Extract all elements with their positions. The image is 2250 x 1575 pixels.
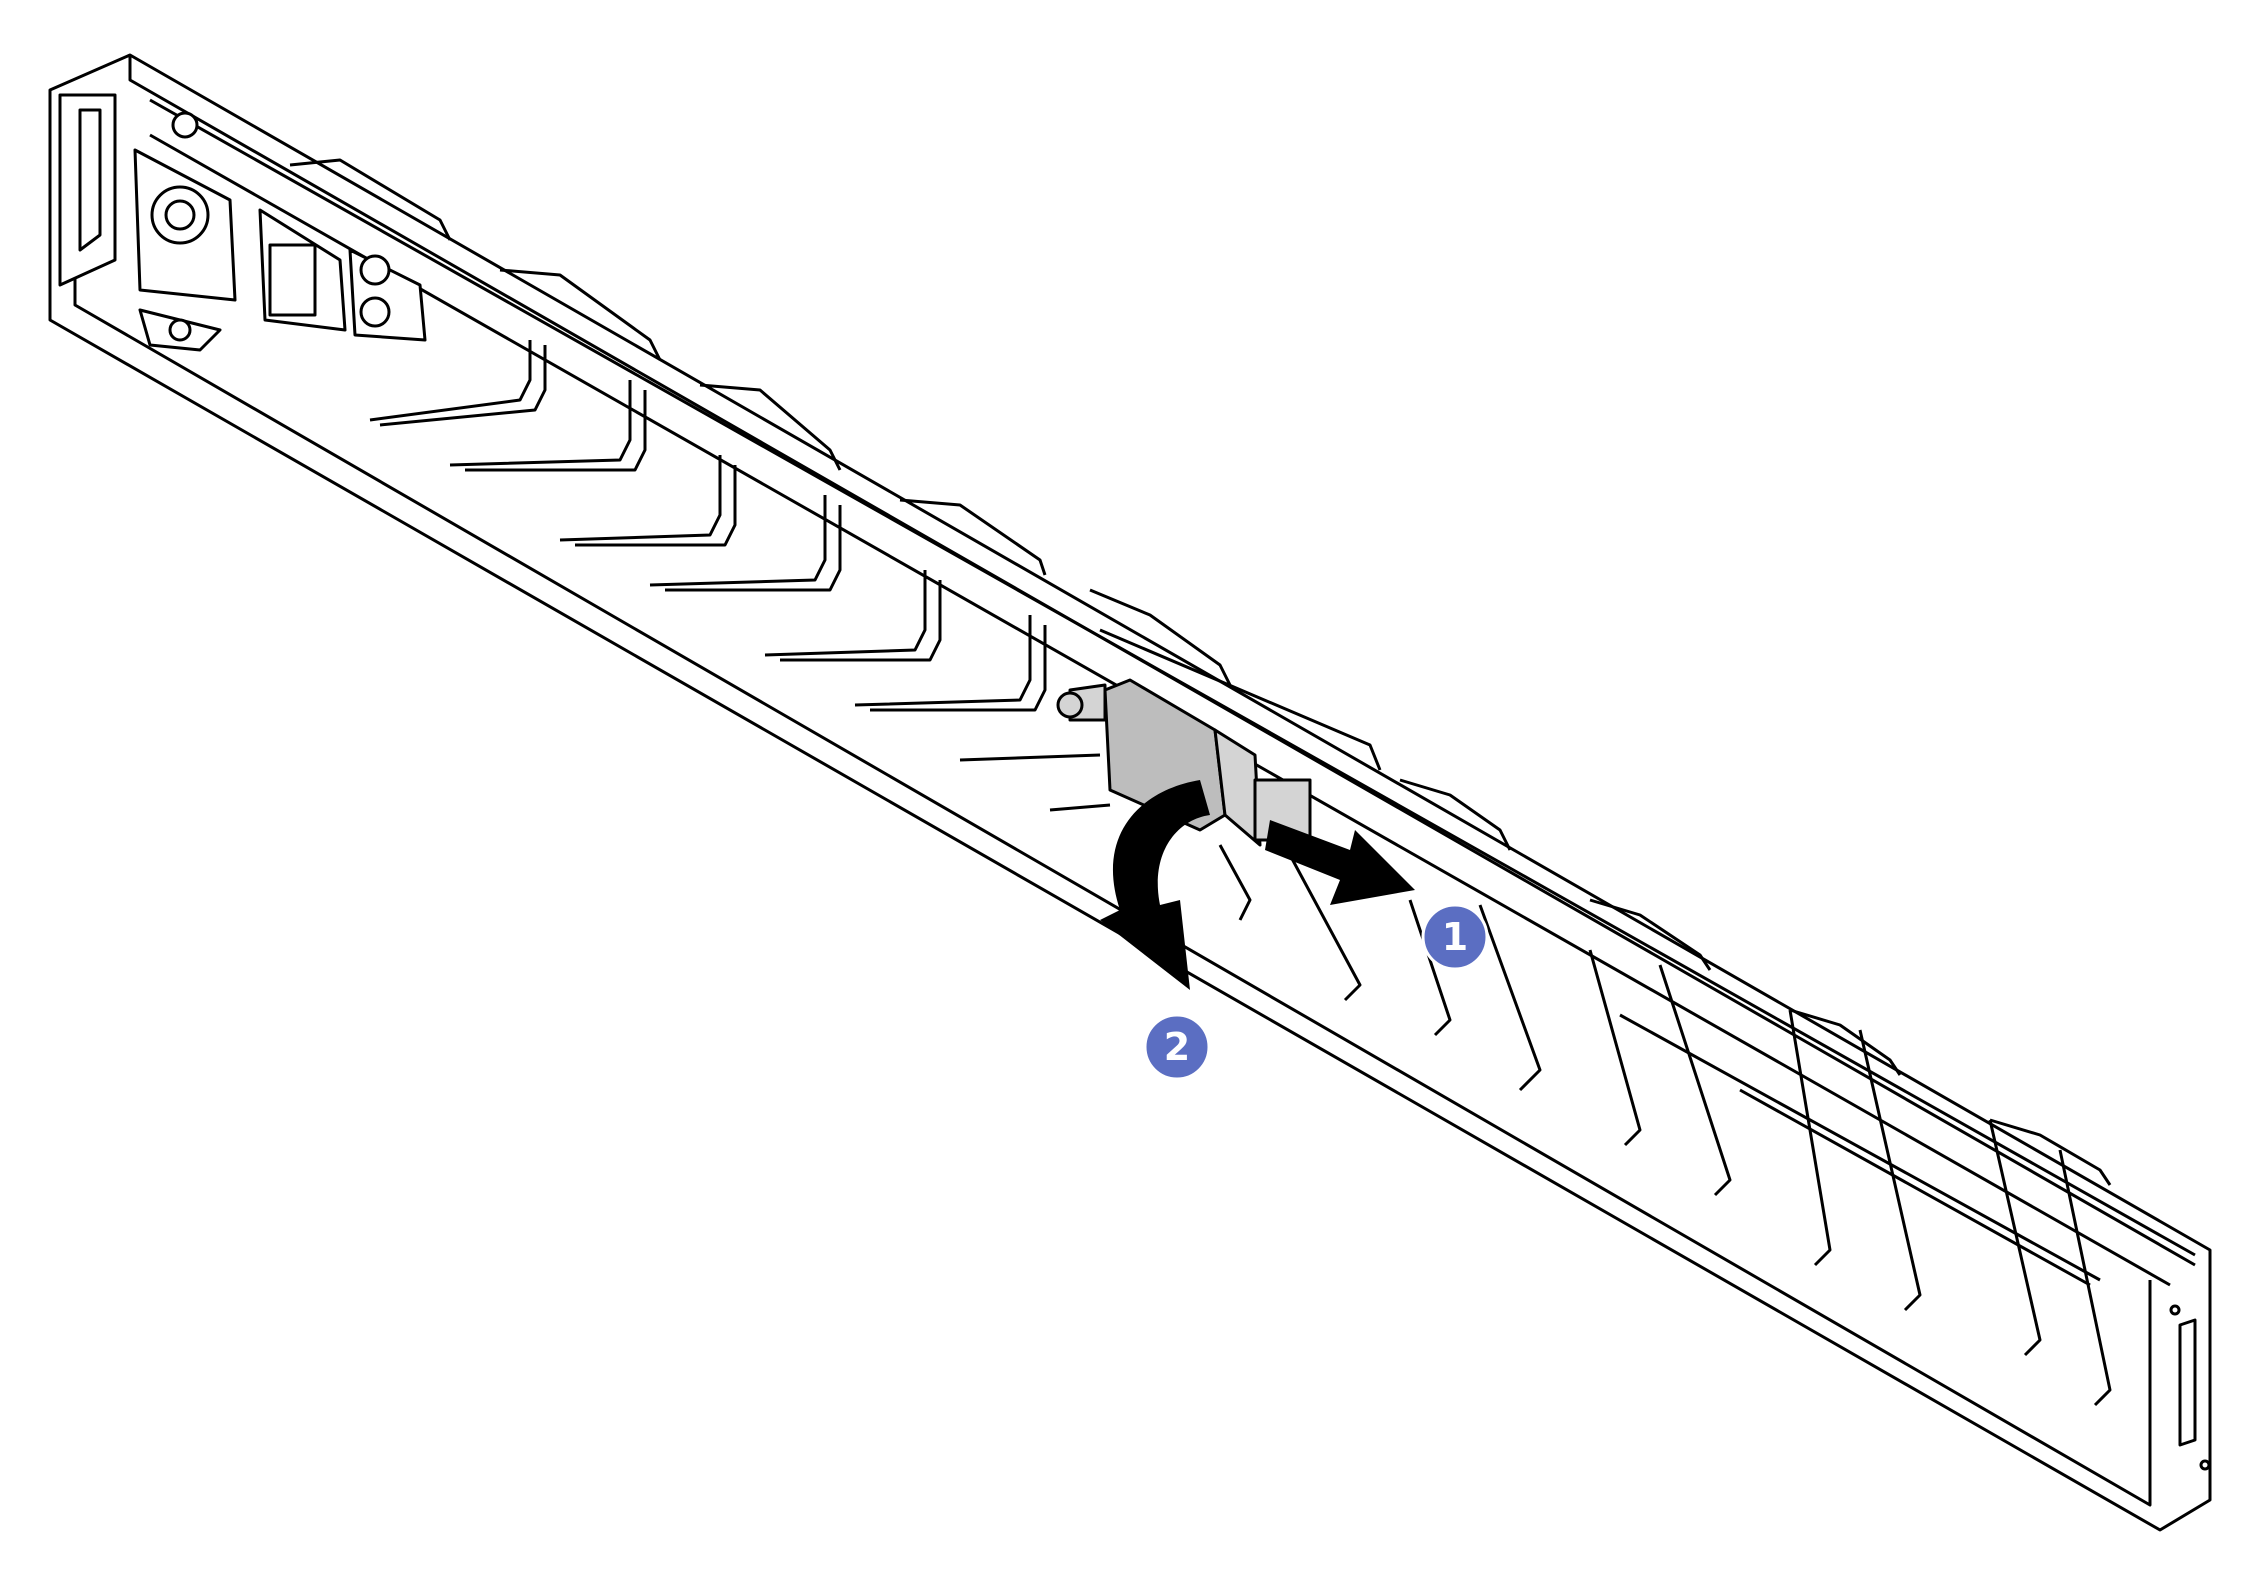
callout-step-1-label: 1 xyxy=(1442,915,1468,959)
callout-step-2-label: 2 xyxy=(1164,1025,1190,1069)
callout-step-1: 1 xyxy=(1421,903,1489,971)
callout-step-2: 2 xyxy=(1143,1013,1211,1081)
vent-fins-left xyxy=(289,158,1382,812)
rotate-arrow-icon xyxy=(1100,780,1210,990)
vent-fins-right xyxy=(1218,778,2211,1471)
left-end-bracket xyxy=(58,93,427,352)
slide-arrow-icon xyxy=(1265,820,1415,905)
